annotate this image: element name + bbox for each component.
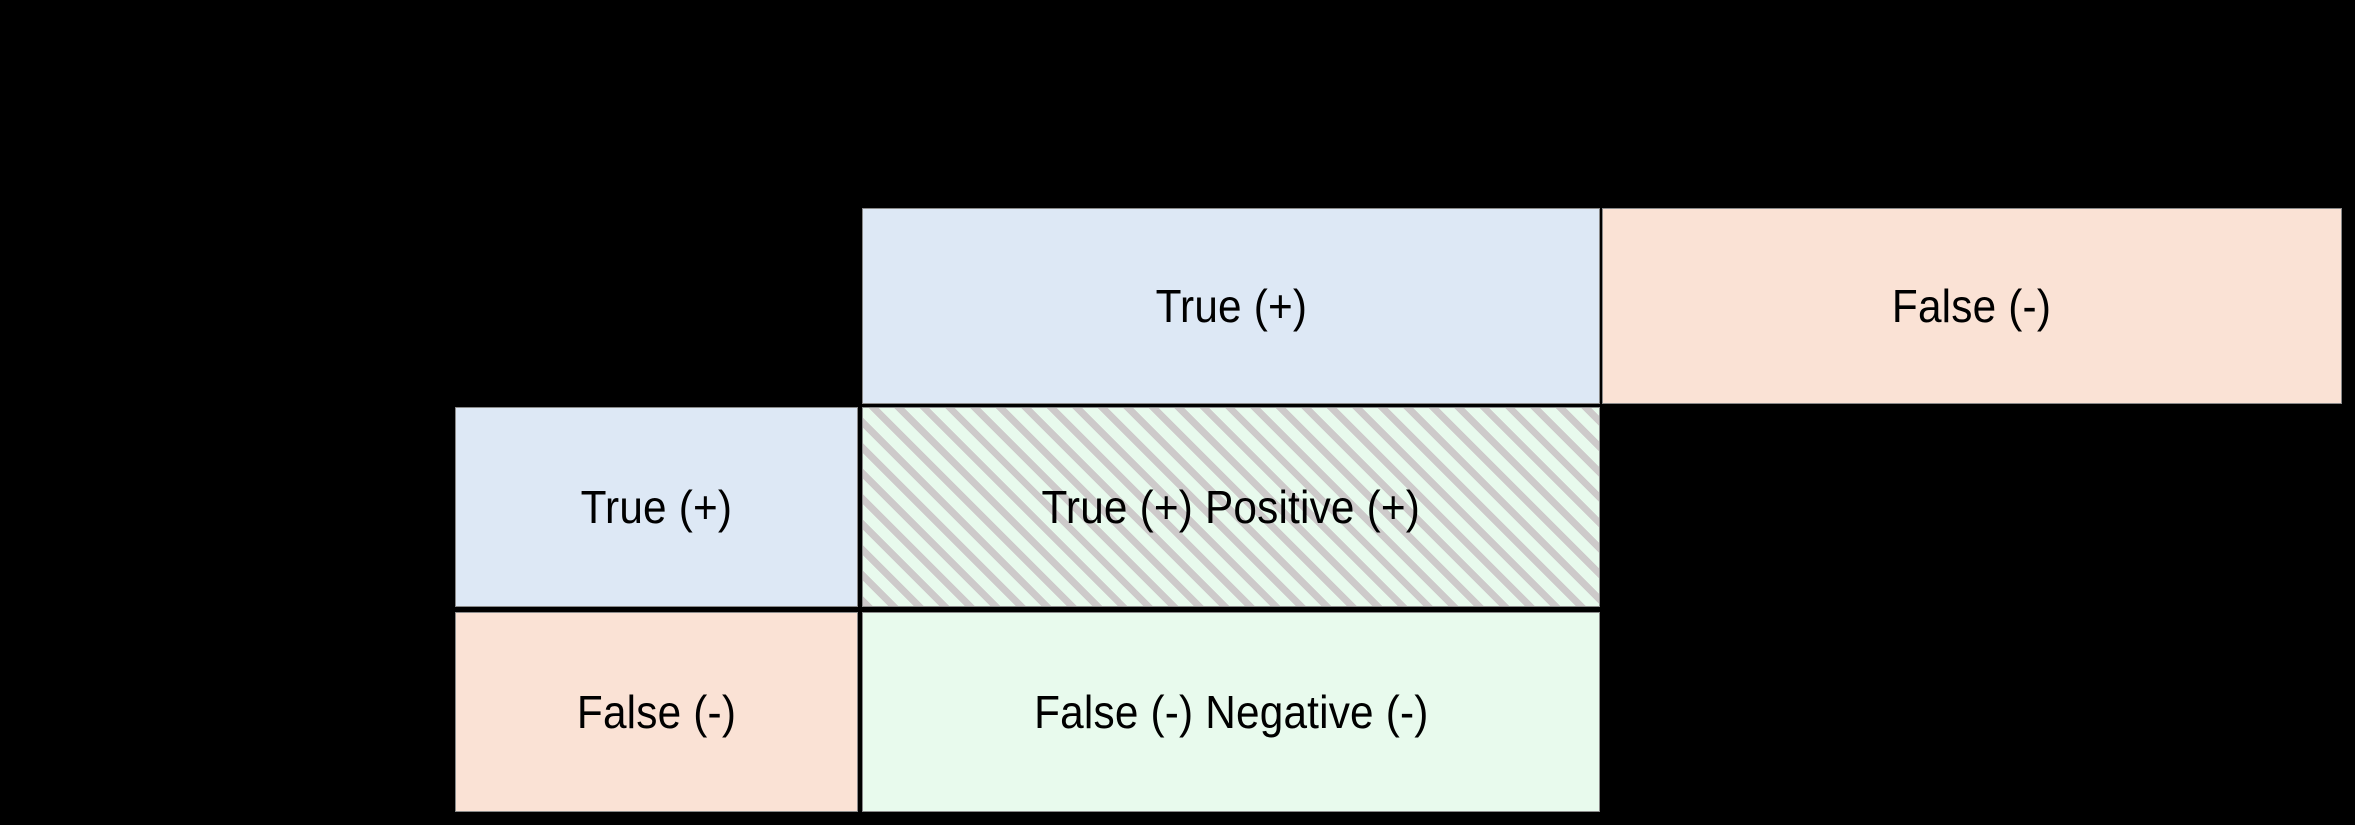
row-header-false-label: False (-)	[576, 686, 737, 738]
cell-true-positive: True (+) Positive (+)	[862, 407, 1600, 607]
column-header-true-label: True (+)	[1155, 280, 1307, 332]
column-header-false-label: False (-)	[1892, 280, 2052, 332]
cell-false-negative: False (-) Negative (-)	[862, 612, 1600, 812]
row-header-true-label: True (+)	[580, 481, 733, 533]
cell-false-negative-label: False (-) Negative (-)	[1033, 686, 1429, 738]
row-header-true-positive: True (+)	[455, 407, 858, 607]
column-header-true-positive: True (+)	[862, 208, 1600, 404]
row-header-false-negative: False (-)	[455, 612, 858, 812]
column-header-false-negative: False (-)	[1602, 208, 2342, 404]
cell-true-positive-label: True (+) Positive (+)	[1041, 481, 1421, 533]
